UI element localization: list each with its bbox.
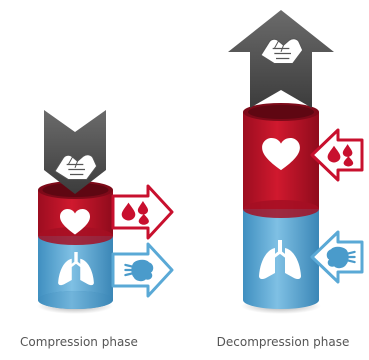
lung-section [243, 208, 319, 309]
blood-flow-arrow [310, 128, 364, 182]
compression-column [37, 110, 174, 314]
decompression-column [228, 10, 364, 314]
decompression-phase-caption: Decompression phase [216, 335, 350, 349]
lung-section [38, 235, 113, 309]
push-down-arrow [44, 110, 106, 194]
blood-flow-arrow [111, 184, 174, 240]
compression-phase-caption: Compression phase [20, 335, 138, 349]
air-flow-arrow [111, 242, 174, 298]
heart-section [243, 103, 319, 218]
air-flow-arrow [310, 230, 364, 284]
pull-up-arrow [228, 10, 334, 108]
